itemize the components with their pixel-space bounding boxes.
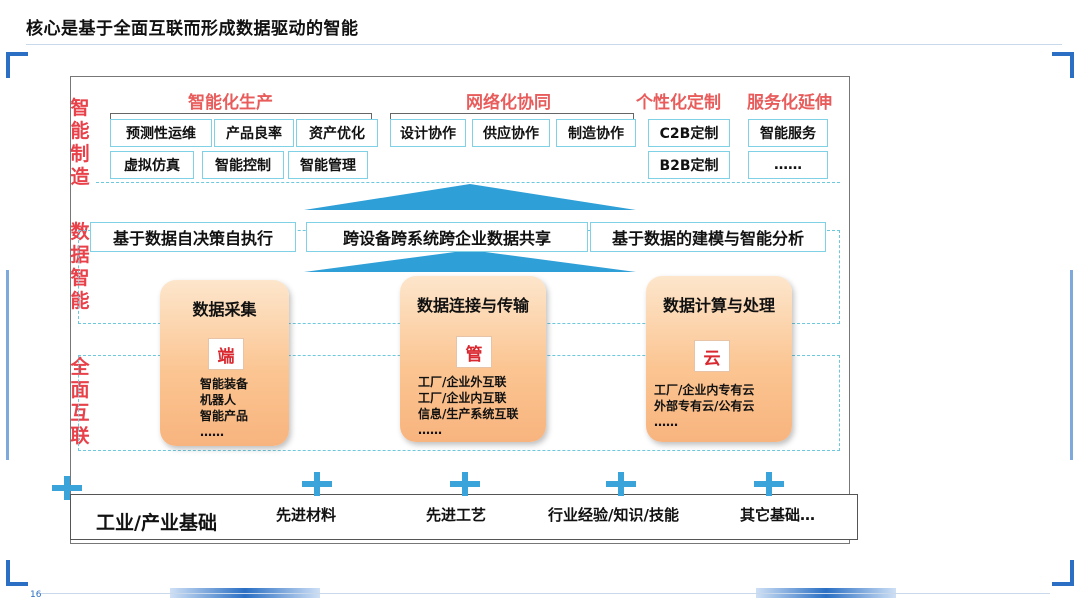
list-item: 工厂/企业外互联 bbox=[418, 375, 507, 389]
box-data-decision-execution: 基于数据自决策自执行 bbox=[90, 222, 296, 252]
list-item: 外部专有云/公有云 bbox=[654, 399, 755, 413]
side-stripe-right bbox=[1070, 270, 1073, 460]
corner-bracket-top-left bbox=[6, 52, 28, 78]
arrow-up-bottom bbox=[304, 250, 636, 272]
box-supply-collaboration: 供应协作 bbox=[472, 119, 550, 147]
side-stripe-left bbox=[6, 270, 9, 460]
list-item: …… bbox=[200, 425, 224, 439]
box-smart-control: 智能控制 bbox=[202, 151, 284, 179]
label-smart-manufacturing: 智能制造 bbox=[70, 97, 90, 188]
footer-line bbox=[40, 593, 1050, 594]
band-smart-manufacturing bbox=[96, 182, 840, 183]
panel-data-connection: 数据连接与传输 管 工厂/企业外互联 工厂/企业内互联 信息/生产系统互联 …… bbox=[400, 276, 546, 442]
panel-title-data-computing: 数据计算与处理 bbox=[662, 296, 775, 315]
title-divider bbox=[26, 44, 1062, 45]
panel-list-data-connection: 工厂/企业外互联 工厂/企业内互联 信息/生产系统互联 …… bbox=[418, 374, 518, 438]
base-item-advanced-process: 先进工艺 bbox=[426, 506, 487, 524]
group-bracket-network bbox=[390, 113, 634, 119]
box-virtual-simulation: 虚拟仿真 bbox=[110, 151, 194, 179]
label-data-intelligence: 数据智能 bbox=[70, 221, 90, 312]
page-number: 16 bbox=[30, 590, 42, 600]
list-item: 工厂/企业内互联 bbox=[418, 391, 507, 405]
box-product-yield: 产品良率 bbox=[214, 119, 294, 147]
list-item: 工厂/企业内专有云 bbox=[654, 383, 755, 397]
page-title: 核心是基于全面互联而形成数据驱动的智能 bbox=[26, 19, 359, 39]
panel-list-data-collection: 智能装备 机器人 智能产品 …… bbox=[200, 376, 248, 440]
panel-list-data-computing: 工厂/企业内专有云 外部专有云/公有云 …… bbox=[654, 382, 754, 430]
base-item-industry-knowledge: 行业经验/知识/技能 bbox=[548, 506, 679, 524]
tag-cloud: 云 bbox=[694, 340, 730, 372]
box-b2b-custom: B2B定制 bbox=[648, 151, 730, 179]
tag-edge: 端 bbox=[208, 338, 244, 370]
box-c2b-custom: C2B定制 bbox=[648, 119, 730, 147]
box-smart-service: 智能服务 bbox=[748, 119, 828, 147]
group-bracket-production bbox=[110, 113, 372, 119]
box-data-modeling-analysis: 基于数据的建模与智能分析 bbox=[590, 222, 826, 252]
main-frame bbox=[70, 76, 850, 544]
box-design-collaboration: 设计协作 bbox=[390, 119, 466, 147]
list-item: …… bbox=[418, 423, 442, 437]
box-manufacturing-collaboration: 制造协作 bbox=[556, 119, 636, 147]
base-item-advanced-materials: 先进材料 bbox=[276, 506, 337, 524]
box-smart-management: 智能管理 bbox=[288, 151, 368, 179]
corner-bracket-bottom-right bbox=[1052, 560, 1074, 586]
box-service-more: …… bbox=[748, 151, 828, 179]
list-item: 智能装备 bbox=[200, 377, 249, 391]
base-label: 工业/产业基础 bbox=[96, 512, 217, 534]
corner-bracket-bottom-left bbox=[6, 560, 28, 586]
plus-icon bbox=[606, 472, 636, 496]
box-asset-optimization: 资产优化 bbox=[296, 119, 378, 147]
plus-icon bbox=[52, 476, 82, 500]
panel-title-data-connection: 数据连接与传输 bbox=[416, 296, 529, 315]
list-item: 智能产品 bbox=[200, 409, 249, 423]
corner-bracket-top-right bbox=[1052, 52, 1074, 78]
box-cross-device-data-sharing: 跨设备跨系统跨企业数据共享 bbox=[306, 222, 588, 252]
panel-data-computing: 数据计算与处理 云 工厂/企业内专有云 外部专有云/公有云 …… bbox=[646, 276, 792, 442]
group-title-custom: 个性化定制 bbox=[636, 93, 721, 113]
list-item: 信息/生产系统互联 bbox=[418, 407, 519, 421]
box-predictive-maintenance: 预测性运维 bbox=[110, 119, 212, 147]
list-item: …… bbox=[654, 415, 678, 429]
plus-icon bbox=[450, 472, 480, 496]
plus-icon bbox=[302, 472, 332, 496]
panel-data-collection: 数据采集 端 智能装备 机器人 智能产品 …… bbox=[160, 280, 289, 446]
label-full-interconnect: 全面互联 bbox=[70, 356, 90, 447]
group-title-service: 服务化延伸 bbox=[747, 93, 832, 113]
plus-icon bbox=[754, 472, 784, 496]
tag-pipe: 管 bbox=[456, 336, 492, 368]
base-item-other-foundations: 其它基础… bbox=[740, 506, 816, 524]
arrow-up-top bbox=[304, 184, 636, 210]
group-title-production: 智能化生产 bbox=[188, 93, 273, 113]
panel-title-data-collection: 数据采集 bbox=[192, 300, 257, 319]
list-item: 机器人 bbox=[200, 393, 237, 407]
group-title-network: 网络化协同 bbox=[466, 93, 551, 113]
